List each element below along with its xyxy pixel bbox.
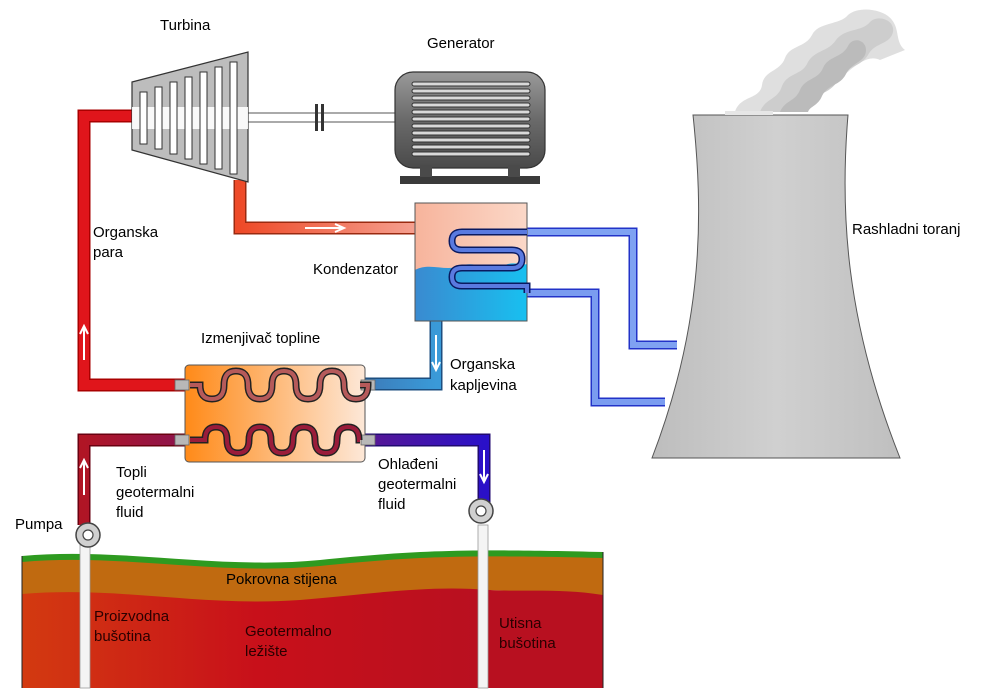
flow-arrow-right-exhaust (305, 223, 347, 233)
generator-fin (411, 88, 531, 94)
label-cooled-fluid-1: Ohlađeni (378, 456, 439, 473)
cooling-water-pipes (526, 227, 677, 407)
turbine-blade (139, 91, 148, 145)
liquid-pipe (362, 318, 443, 391)
pump-production (75, 522, 101, 548)
label-cap-rock: Pokrovna stijena (226, 571, 337, 588)
generator-fin (411, 102, 531, 108)
generator-fin (411, 109, 531, 115)
ground (21, 550, 604, 688)
label-heat-exchanger: Izmenjivač topline (201, 330, 321, 347)
turbine-blade (184, 76, 193, 160)
generator-fin (411, 116, 531, 122)
vapor-pipes (77, 109, 415, 392)
cooling-tower (651, 9, 905, 459)
generator-fin (411, 123, 531, 129)
generator-fin (411, 81, 531, 87)
generator-fin (411, 130, 531, 136)
label-reservoir-2: ležište (245, 643, 288, 660)
label-organic-vapor-1: Organska (93, 224, 159, 241)
label-cooling-tower: Rashladni toranj (852, 221, 961, 238)
production-well-shaft (79, 544, 91, 689)
turbine-blade (169, 81, 178, 155)
turbine-blade (214, 66, 223, 170)
label-reservoir-1: Geotermalno (245, 623, 332, 640)
reservoir-layer-right (490, 588, 603, 688)
label-turbine: Turbina (160, 17, 211, 34)
label-hot-fluid-1: Topli (116, 464, 147, 481)
label-organic-vapor-2: para (93, 244, 124, 261)
cap-rock-layer (22, 555, 603, 602)
condenser (414, 202, 531, 322)
turbine-blade (199, 71, 208, 165)
label-generator: Generator (427, 35, 495, 52)
steam-plume (735, 9, 905, 113)
label-injection-well-1: Utisna (499, 615, 542, 632)
reservoir-layer (22, 587, 490, 688)
generator-fin (411, 95, 531, 101)
flow-arrow-down-brine (479, 450, 489, 485)
generator-machine (394, 71, 546, 184)
flow-arrow-down-liquid (431, 335, 441, 373)
grass-layer (22, 550, 603, 569)
label-cooled-fluid-2: geotermalni (378, 476, 457, 493)
label-production-well-1: Proizvodna (94, 608, 170, 625)
label-organic-liquid-1: Organska (450, 356, 516, 373)
label-pump: Pumpa (15, 516, 63, 533)
flow-arrow-up-vapor (79, 323, 89, 360)
label-hot-fluid-2: geotermalni (116, 484, 195, 501)
label-production-well-2: bušotina (94, 628, 151, 645)
injection-well-shaft (477, 524, 489, 689)
shaft (244, 104, 396, 131)
generator-fin (411, 144, 531, 150)
label-hot-fluid-3: fluid (116, 504, 144, 521)
turbine (131, 51, 249, 183)
pump-injection (468, 498, 494, 524)
label-injection-well-2: bušotina (499, 635, 556, 652)
label-condenser: Kondenzator (313, 261, 399, 278)
generator-fin (411, 137, 531, 143)
label-cooled-fluid-3: fluid (378, 496, 406, 513)
turbine-blade (229, 61, 238, 175)
turbine-blade (154, 86, 163, 150)
generator-fin (411, 151, 531, 157)
label-organic-liquid-2: kapljevina (450, 377, 517, 394)
heat-exchanger (174, 364, 376, 463)
flow-arrow-up-brine (79, 457, 89, 495)
